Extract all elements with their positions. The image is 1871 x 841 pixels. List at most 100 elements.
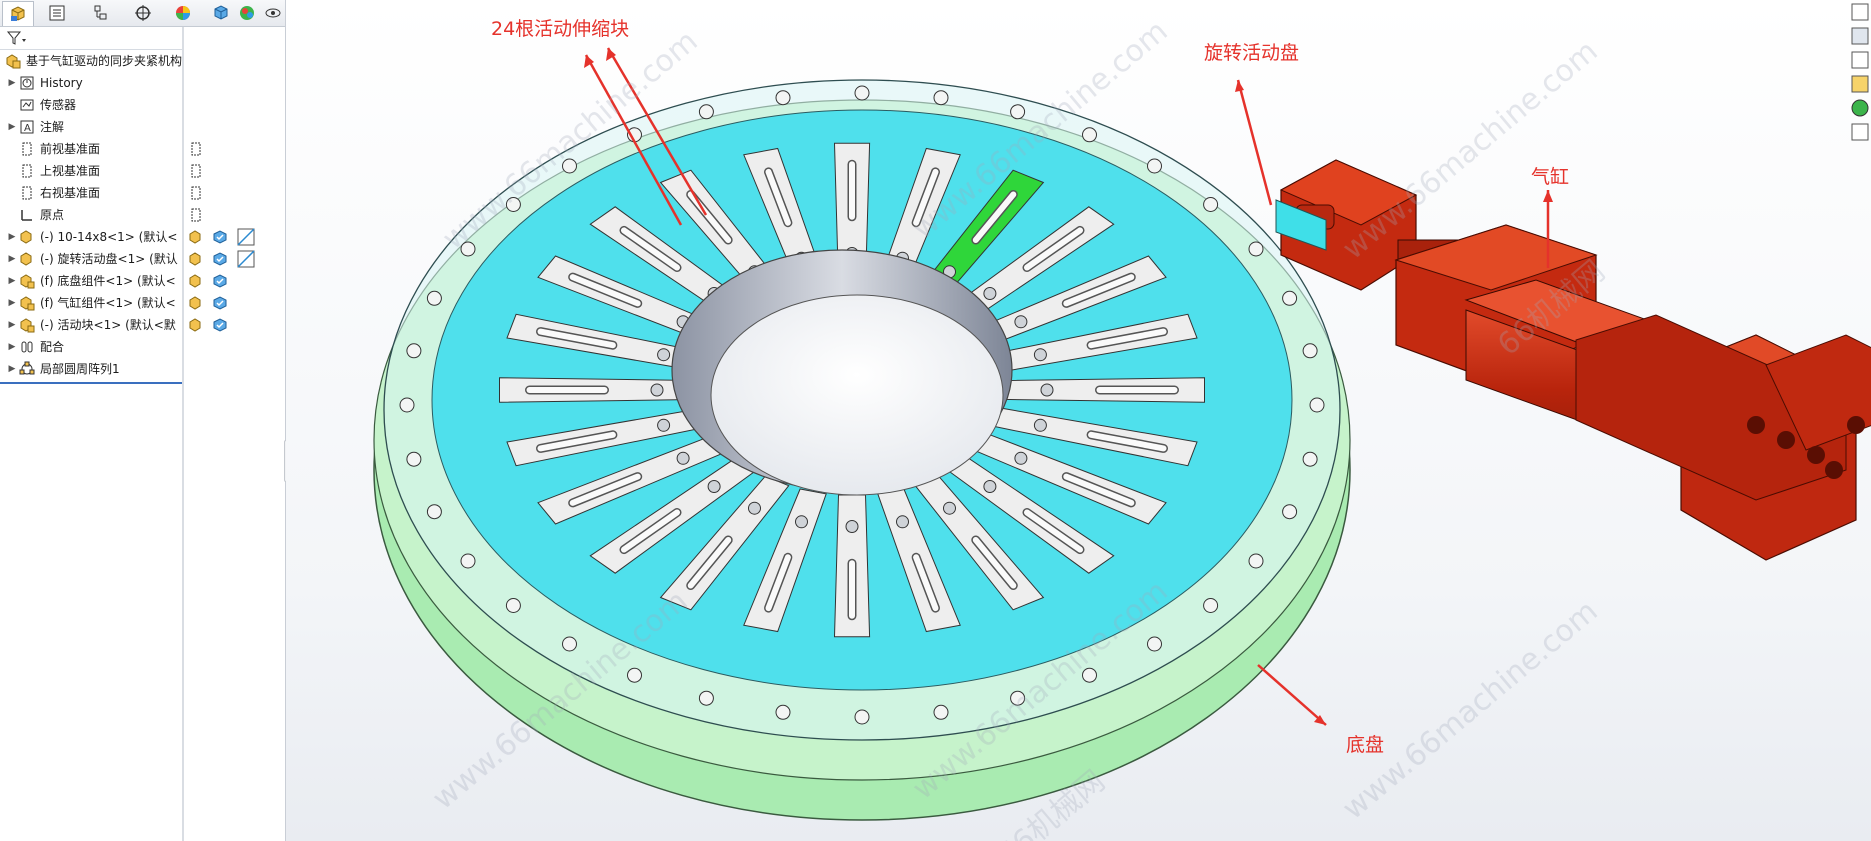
display-state-icon[interactable]	[212, 251, 228, 271]
panel-splitter[interactable]	[182, 27, 184, 841]
tree-item[interactable]: ▶ 局部圆周阵列1	[0, 358, 182, 379]
expand-arrow-icon[interactable]: ▶	[8, 363, 16, 374]
manager-tab-bar	[0, 0, 285, 27]
tree-item[interactable]: 传感器	[0, 94, 182, 115]
property-manager-tab[interactable]	[42, 1, 72, 25]
plane-icon	[18, 163, 36, 179]
tree-item[interactable]: 右视基准面	[0, 182, 182, 203]
expand-arrow-icon[interactable]: ▶	[8, 275, 16, 286]
bolt-head	[406, 451, 422, 467]
tree-item[interactable]: ▶ (-) 10-14x8<1> (默认<	[0, 226, 182, 247]
slider-blocks	[499, 142, 1205, 638]
display-state-icon[interactable]	[212, 295, 228, 315]
expand-arrow-icon[interactable]: ▶	[8, 253, 16, 264]
bolt-head	[775, 90, 791, 106]
component-state-icon[interactable]	[188, 251, 204, 271]
plane-visibility-icon[interactable]	[188, 163, 204, 183]
mates-icon	[18, 339, 36, 355]
callout-cylinder: 气缸	[1531, 166, 1570, 188]
bolt-head	[460, 553, 476, 569]
history-icon	[18, 75, 36, 91]
bolt-head	[1302, 451, 1318, 467]
bolt-head	[1282, 290, 1298, 306]
bolt-head	[627, 667, 642, 683]
sensor-icon	[18, 97, 36, 113]
eye-tab[interactable]	[258, 1, 288, 25]
assembly-icon	[18, 273, 36, 289]
component-state-icon[interactable]	[188, 229, 204, 249]
tree-root[interactable]: 基于气缸驱动的同步夹紧机构	[0, 50, 182, 71]
cube-icon	[214, 5, 228, 20]
tree-item[interactable]: 原点	[0, 204, 182, 225]
configuration-icon	[94, 5, 107, 20]
slider-block	[537, 433, 730, 525]
view-box-tab[interactable]	[206, 1, 236, 25]
feature-manager-tab[interactable]	[2, 1, 34, 26]
tree-item-label: 前视基准面	[40, 142, 101, 156]
display-manager-tab[interactable]	[168, 1, 198, 25]
filter-icon[interactable]	[6, 30, 28, 46]
expand-arrow-icon[interactable]: ▶	[8, 341, 16, 352]
bolt-head	[1203, 598, 1219, 613]
component-state-icon[interactable]	[188, 273, 204, 293]
property-manager-icon	[49, 5, 65, 21]
svg-text:A: A	[24, 123, 31, 134]
component-state-icon[interactable]	[188, 317, 204, 337]
tree-root-label: 基于气缸驱动的同步夹紧机构	[26, 54, 182, 68]
bolt-head	[406, 343, 422, 359]
tree-item[interactable]: 上视基准面	[0, 160, 182, 181]
display-state-icon[interactable]	[212, 229, 228, 249]
plane-icon	[18, 185, 36, 201]
dimxpert-tab[interactable]	[128, 1, 158, 25]
task-pane-icons[interactable]	[1849, 0, 1871, 150]
tree-item-label: (-) 10-14x8<1> (默认<	[40, 230, 178, 244]
bolt-head	[698, 690, 714, 706]
assembly-icon	[4, 53, 22, 69]
expand-arrow-icon[interactable]: ▶	[8, 319, 16, 330]
tree-item-label: (-) 活动块<1> (默认<默	[40, 318, 176, 332]
component-state-icon[interactable]	[188, 295, 204, 315]
bolt-head	[854, 709, 870, 725]
slider-block	[506, 313, 712, 373]
tree-item[interactable]: ▶ (-) 活动块<1> (默认<默	[0, 314, 182, 335]
plane-visibility-icon[interactable]	[188, 185, 204, 205]
bolt-head	[1203, 197, 1219, 212]
bolt-head	[1309, 397, 1325, 413]
bolt-head	[562, 636, 577, 652]
expand-arrow-icon[interactable]: ▶	[8, 121, 16, 132]
tree-item[interactable]: ▶(f) 底盘组件<1> (默认<	[0, 270, 182, 291]
tree-item-label: 局部圆周阵列1	[40, 362, 120, 376]
plane-visibility-icon[interactable]	[188, 207, 204, 227]
tree-item-label: (-) 旋转活动盘<1> (默认	[40, 252, 178, 266]
tree-item[interactable]: ▶ (-) 旋转活动盘<1> (默认	[0, 248, 182, 269]
appearance-tab[interactable]	[232, 1, 262, 25]
feature-manager-icon	[11, 6, 25, 21]
section-view-icon[interactable]	[236, 249, 256, 273]
bolt-head	[1248, 241, 1264, 257]
display-state-icon[interactable]	[212, 317, 228, 337]
tree-item[interactable]: ▶History	[0, 72, 182, 93]
graphics-viewport[interactable]: 24根活动伸缩块 旋转活动盘 气缸 底盘 www.66machine.com w…	[286, 0, 1871, 841]
bolt-head	[460, 241, 476, 257]
plane-visibility-icon[interactable]	[188, 141, 204, 161]
bolt-head	[426, 290, 442, 306]
tree-item-label: 原点	[40, 208, 65, 222]
slider-block	[1001, 377, 1205, 403]
expand-arrow-icon[interactable]: ▶	[8, 231, 16, 242]
configuration-manager-tab[interactable]	[86, 1, 116, 25]
display-state-icon[interactable]	[212, 273, 228, 293]
tree-item-label: 传感器	[40, 98, 77, 112]
annotation-icon: A	[18, 119, 36, 135]
tree-item[interactable]: 前视基准面	[0, 138, 182, 159]
bolt-head	[1082, 667, 1097, 683]
expand-arrow-icon[interactable]: ▶	[8, 77, 16, 88]
tree-item[interactable]: ▶配合	[0, 336, 182, 357]
tree-item[interactable]: ▶(f) 气缸组件<1> (默认<	[0, 292, 182, 313]
callout-arrows	[584, 47, 1553, 726]
expand-arrow-icon[interactable]: ▶	[8, 297, 16, 308]
bolt-head	[698, 104, 714, 120]
section-view-icon[interactable]	[236, 227, 256, 251]
